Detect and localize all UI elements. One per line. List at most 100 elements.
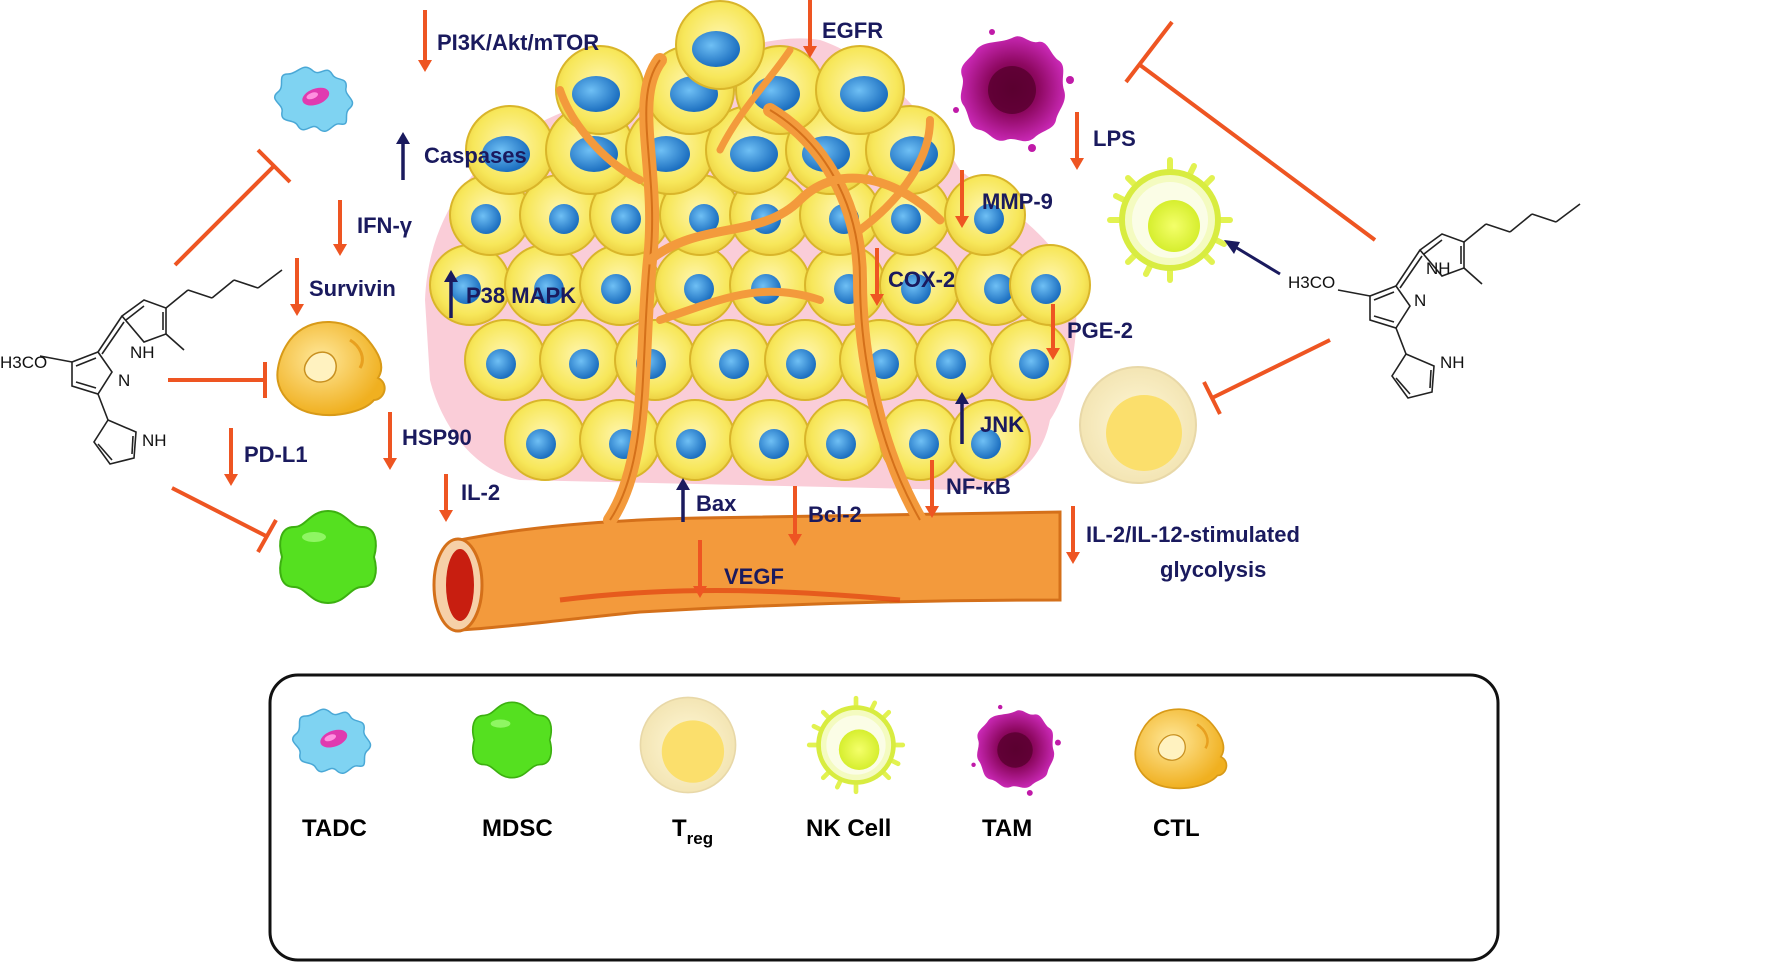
molecule-left: H3CO NH N NH <box>0 269 283 465</box>
tumor-cell <box>555 45 645 135</box>
tumor-cell <box>689 319 771 401</box>
arrow-pi3k-down <box>418 10 432 72</box>
tumor-cell <box>614 319 696 401</box>
tumor-cell <box>729 244 811 326</box>
inhibit-tam <box>1124 20 1377 242</box>
blood-vessel <box>432 46 1062 633</box>
tumor-cell <box>944 174 1026 256</box>
tumor-cell <box>539 319 621 401</box>
tumor-cell <box>869 174 951 256</box>
legend-label-tam: TAM <box>982 815 1032 842</box>
label-hsp90: HSP90 <box>402 425 472 450</box>
nh-label-right: NH <box>1426 259 1451 278</box>
regulation-arrows <box>224 0 1084 598</box>
label-survivin: Survivin <box>309 276 396 301</box>
tumor-cell <box>654 244 736 326</box>
tumor-cell <box>839 319 921 401</box>
tumor-cell <box>989 319 1071 401</box>
arrow-jnk-up <box>955 392 969 444</box>
inhibit-treg <box>1202 338 1331 415</box>
tumor-cell <box>764 319 846 401</box>
arrow-lps-down <box>1070 112 1084 170</box>
tumor-cell <box>815 45 905 135</box>
label-caspases: Caspases <box>424 143 527 168</box>
molecule-right: H3CO NH N NH <box>1288 203 1581 399</box>
arrow-hsp90-down <box>383 412 397 470</box>
tumor-cell <box>464 319 546 401</box>
inhibit-ctl <box>168 362 267 398</box>
nk-cell-icon <box>1110 160 1230 280</box>
tumor-cell <box>804 399 886 481</box>
tumor-cell <box>804 244 886 326</box>
nh2-label-left: NH <box>142 431 167 450</box>
legend-nk-icon <box>809 698 903 792</box>
label-ifng: IFN-γ <box>357 213 413 238</box>
arrow-survivin-down <box>290 258 304 316</box>
nh2-label-right: NH <box>1440 353 1465 372</box>
tadc-cell-icon <box>273 66 354 133</box>
tumor-cell <box>579 399 661 481</box>
label-mmp9: MMP-9 <box>982 189 1053 214</box>
methoxy-label-right: H3CO <box>1288 273 1335 292</box>
label-bax: Bax <box>696 491 737 516</box>
label-egfr: EGFR <box>822 18 883 43</box>
legend-treg-icon <box>639 696 737 794</box>
legend-label-ctl: CTL <box>1153 815 1200 842</box>
arrow-caspases-up <box>396 132 410 180</box>
arrow-il2-down <box>439 474 453 522</box>
tumor-cell <box>675 0 765 90</box>
arrow-il2il12-down <box>1066 506 1080 564</box>
tumor-cell <box>519 174 601 256</box>
tumor-cell <box>1009 244 1091 326</box>
ctl-cell-icon <box>275 320 387 417</box>
label-vegf: VEGF <box>724 564 784 589</box>
pathway-labels: PI3K/Akt/mTOR EGFR Caspases IFN-γ Surviv… <box>244 18 1300 589</box>
arrow-bcl2-down <box>788 486 802 546</box>
treg-cell-icon <box>1079 366 1197 484</box>
legend: TADC MDSC Treg NK Cell TAM CTL <box>268 673 1500 962</box>
nk-activation-arrow <box>1224 240 1281 276</box>
label-lps: LPS <box>1093 126 1136 151</box>
inhibit-mdsc <box>171 486 278 553</box>
label-pdl1: PD-L1 <box>244 442 308 467</box>
arrow-egfr-down <box>803 0 817 58</box>
label-il2il12-line2: glycolysis <box>1160 557 1266 582</box>
label-jnk: JNK <box>980 412 1024 437</box>
arrow-pdl1-down <box>224 428 238 486</box>
arrow-vegf-down <box>693 540 707 598</box>
nh-label-left: NH <box>130 343 155 362</box>
methoxy-label-left: H3CO <box>0 353 47 372</box>
label-nfkb: NF-κB <box>946 474 1011 499</box>
label-il2: IL-2 <box>461 480 500 505</box>
arrow-bax-up <box>676 478 690 522</box>
tumor-mass <box>425 0 1091 491</box>
legend-label-treg: Treg <box>672 815 713 848</box>
legend-label-nk: NK Cell <box>806 815 891 842</box>
tumor-cell <box>504 244 586 326</box>
n-label-right: N <box>1414 291 1426 310</box>
tumor-cell <box>914 319 996 401</box>
inhibit-tadc <box>173 148 292 267</box>
tumor-cell <box>729 399 811 481</box>
mdsc-cell-icon <box>279 510 377 604</box>
tumor-cell <box>949 399 1031 481</box>
label-pi3k: PI3K/Akt/mTOR <box>437 30 599 55</box>
arrow-p38-up <box>444 270 458 318</box>
tam-cell-icon <box>953 29 1074 152</box>
arrow-pge2-down <box>1046 304 1060 360</box>
tumor-cell <box>879 244 961 326</box>
legend-label-mdsc: MDSC <box>482 815 553 842</box>
tumor-cell <box>654 399 736 481</box>
label-bcl2: Bcl-2 <box>808 502 862 527</box>
legend-label-tadc: TADC <box>302 815 367 842</box>
arrow-mmp9-down <box>955 170 969 228</box>
n-label-left: N <box>118 371 130 390</box>
tumor-cell <box>879 399 961 481</box>
arrow-cox2-down <box>870 248 884 306</box>
label-p38: P38 MAPK <box>466 283 576 308</box>
arrow-ifng-down <box>333 200 347 256</box>
label-pge2: PGE-2 <box>1067 318 1133 343</box>
tumor-cell <box>504 399 586 481</box>
inhibition-lines <box>168 20 1377 553</box>
